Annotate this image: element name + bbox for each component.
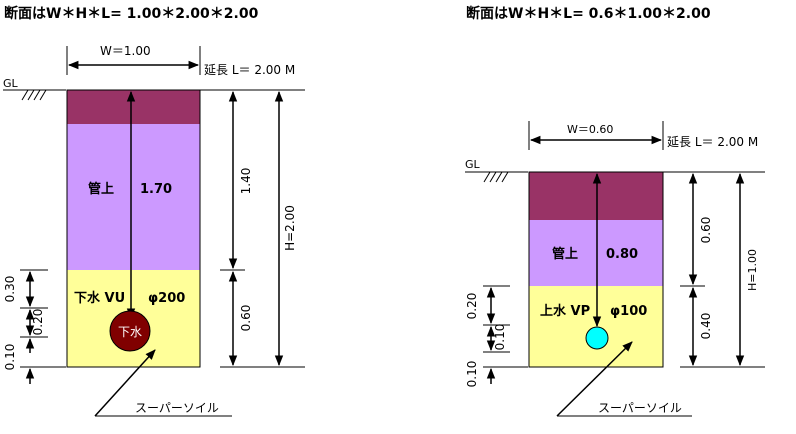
right-length-label: 延長 L＝ 2.00 M — [667, 135, 758, 149]
left-soil-leader — [94, 349, 156, 417]
right-ground-hatch-icon — [483, 171, 509, 183]
right-cover-layer — [529, 220, 663, 286]
left-trench-outline — [66, 89, 201, 368]
right-top-layer — [529, 172, 663, 220]
left-title: 断面はW＊H＊L= 1.00＊2.00＊2.00 — [4, 5, 259, 22]
left-pipe-label: 下水 VU — [74, 290, 125, 306]
left-pipe-size: φ200 — [148, 291, 185, 306]
right-title: 断面はW＊H＊L= 0.6＊1.00＊2.00 — [466, 5, 711, 22]
left-cover-value: 1.70 — [140, 182, 172, 197]
left-cover-label: 管上 — [88, 181, 114, 197]
right-dim-total: H=1.00 — [746, 249, 759, 291]
right-trench-outline — [528, 171, 664, 368]
left-dim-upper: 1.40 — [239, 168, 253, 195]
left-top-layer — [67, 90, 200, 124]
left-ground-hatch-icon — [21, 89, 47, 101]
right-cover-value: 0.80 — [606, 247, 638, 262]
left-cover-layer — [67, 124, 200, 270]
left-pipe-badge: 下水 — [118, 325, 142, 339]
right-side-dim-1: 0.20 — [465, 293, 479, 320]
left-soil-label: スーパーソイル — [135, 401, 219, 415]
right-cover-label: 管上 — [552, 246, 578, 262]
left-side-dim-1: 0.30 — [3, 276, 17, 303]
left-side-dim-2: 0.20 — [31, 309, 45, 336]
right-backfill-layer — [529, 286, 663, 367]
right-dim-upper: 0.60 — [699, 217, 713, 244]
right-side-dim-3: 0.10 — [465, 361, 479, 388]
right-gl-label: GL — [465, 158, 481, 171]
right-soil-leader — [556, 341, 633, 417]
left-length-label: 延長 L＝ 2.00 M — [204, 63, 295, 77]
left-dim-total: H=2.00 — [283, 205, 297, 251]
right-pipe-size: φ100 — [610, 304, 647, 319]
right-width-label: W＝0.60 — [567, 123, 613, 136]
right-dim-lower: 0.40 — [699, 313, 713, 340]
right-section: 断面はW＊H＊L= 0.6＊1.00＊2.00 W＝0.60 延長 L＝ 2.0… — [465, 5, 765, 417]
right-soil-label: スーパーソイル — [598, 401, 682, 415]
right-side-dim-2: 0.10 — [493, 324, 507, 351]
left-section: 断面はW＊H＊L= 1.00＊2.00＊2.00 W＝1.00 延長 L＝ 2.… — [3, 5, 305, 417]
left-pipe — [109, 310, 151, 352]
right-pipe-label: 上水 VP — [540, 303, 590, 319]
left-side-dim-3: 0.10 — [3, 344, 17, 371]
right-pipe — [585, 326, 609, 350]
left-gl-label: GL — [3, 77, 19, 90]
left-dim-lower: 0.60 — [239, 305, 253, 332]
left-width-label: W＝1.00 — [100, 44, 151, 58]
